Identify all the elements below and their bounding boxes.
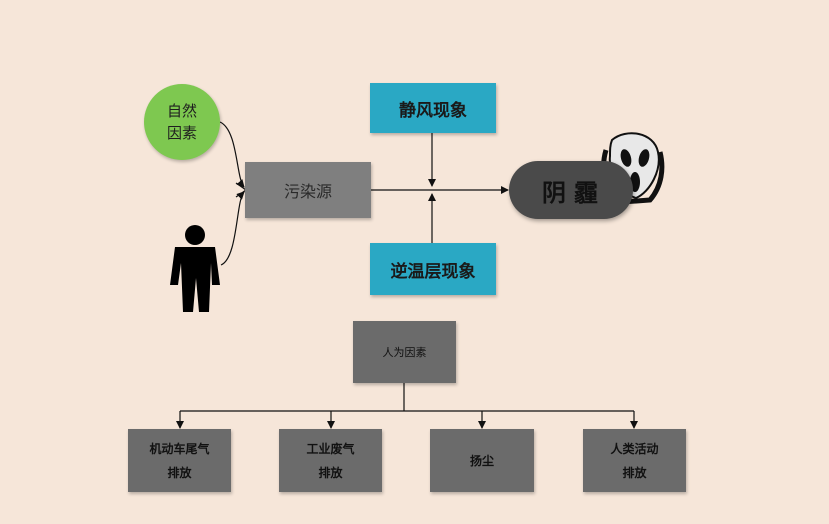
- person-silhouette-icon: [170, 225, 220, 312]
- human-activity-node: 人类活动 排放: [583, 429, 686, 492]
- industrial-gas-node: 工业废气 排放: [279, 429, 382, 492]
- leaf-label-line1: 扬尘: [469, 453, 494, 468]
- inversion-layer-label: 逆温层现象: [390, 261, 476, 282]
- leaf-label-line1: 工业废气: [306, 441, 355, 456]
- haze-label: 阴霾: [542, 178, 606, 207]
- leaf-label-line1: 人类活动: [610, 441, 659, 456]
- human-factor-node: 人为因素: [353, 321, 456, 383]
- leaf-label-line2: 排放: [622, 465, 647, 480]
- leaf-label-line1: 机动车尾气: [149, 441, 210, 456]
- natural-factor-label-line1: 自然: [166, 102, 197, 120]
- natural-factor-label-line2: 因素: [166, 124, 197, 142]
- pollution-source-label: 污染源: [283, 182, 332, 201]
- leaf-label-line2: 排放: [167, 465, 192, 480]
- haze-node: 阴霾: [509, 161, 633, 219]
- natural-factor-node: 自然 因素: [144, 84, 220, 160]
- person-to-source-connector: [220, 191, 245, 266]
- calm-wind-label: 静风现象: [399, 100, 467, 121]
- calm-wind-node: 静风现象: [370, 83, 496, 133]
- inversion-layer-node: 逆温层现象: [370, 243, 496, 295]
- dust-node: 扬尘: [430, 429, 534, 492]
- natural-to-source-connector: [219, 121, 245, 188]
- leaf-label-line2: 排放: [318, 465, 343, 480]
- pollution-source-node: 污染源: [245, 162, 371, 218]
- vehicle-exhaust-node: 机动车尾气 排放: [128, 429, 231, 492]
- human-factor-label: 人为因素: [382, 346, 427, 359]
